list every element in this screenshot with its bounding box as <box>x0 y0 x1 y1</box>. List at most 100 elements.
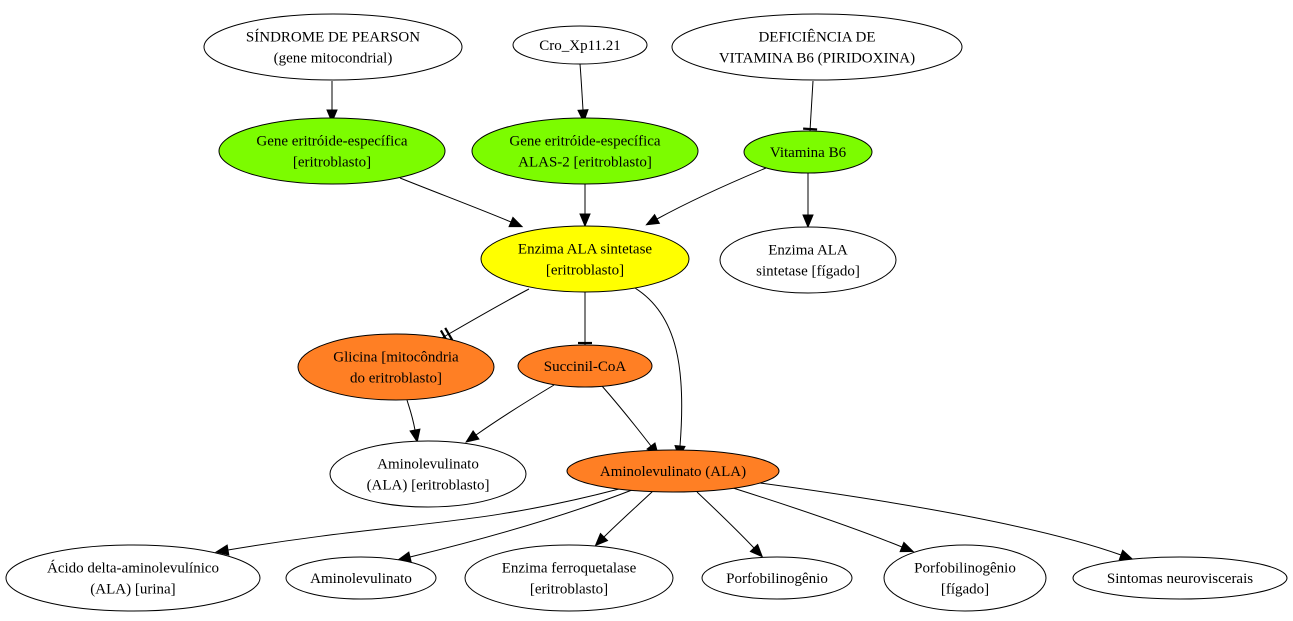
arrowhead <box>802 214 814 229</box>
node-cro: Cro_Xp11.21 <box>512 25 648 65</box>
edge-gene2-to-alas_erit <box>579 184 591 228</box>
node-shape <box>5 544 261 612</box>
arrowhead <box>579 213 591 228</box>
arrowhead <box>465 430 480 443</box>
node-ala: Aminolevulinato (ALA) <box>566 449 780 493</box>
node-shape <box>719 226 897 294</box>
edge-gene1-to-alas_erit <box>399 177 524 228</box>
arrowhead <box>409 428 421 444</box>
edge-line <box>601 385 652 447</box>
edge-line <box>227 488 620 551</box>
inhibit-bar <box>803 127 818 131</box>
node-amino-erit: Aminolevulinato (ALA) [eritroblasto] <box>329 440 527 508</box>
node-label: Ácido delta-aminolevulínico <box>47 560 219 577</box>
edge-line <box>579 63 584 111</box>
node-label: do eritroblasto] <box>350 371 442 387</box>
node-shape <box>512 25 648 65</box>
node-label: Gene eritróide-específica <box>256 134 407 150</box>
edge-glicina-to-amino_erit <box>406 399 421 444</box>
node-shape <box>883 544 1047 612</box>
edge-ala-to-porfo <box>696 491 764 558</box>
arrowhead <box>508 216 524 228</box>
arrowhead <box>594 532 609 547</box>
node-label: [eritroblasto] <box>530 582 608 598</box>
edge-line <box>475 384 555 436</box>
edge-line <box>406 399 416 431</box>
node-shape <box>464 544 674 612</box>
arrowhead <box>749 543 764 558</box>
edge-vitb6-to-alas_fig <box>802 173 814 229</box>
edge-vitb6-to-alas_erit <box>645 167 767 226</box>
node-shape <box>329 440 527 508</box>
node-amino: Aminolevulinato <box>285 556 437 600</box>
edge-line <box>656 167 767 220</box>
node-label: Sintomas neuroviscerais <box>1107 571 1253 587</box>
node-label: Cro_Xp11.21 <box>539 38 621 54</box>
node-label: Porfobilinogênio <box>914 561 1016 577</box>
node-gene1: Gene eritróide-específica [eritroblasto] <box>218 117 446 185</box>
node-shape <box>471 117 699 185</box>
node-shape <box>566 449 780 493</box>
node-shape <box>743 130 873 174</box>
edge-line <box>759 482 1122 556</box>
node-label: sintetase [fígado] <box>756 264 860 280</box>
edge-line <box>634 287 683 447</box>
node-porfo: Porfobilinogênio <box>701 556 853 600</box>
node-label: Gene eritróide-específica <box>509 134 660 150</box>
node-shape <box>285 556 437 600</box>
node-shape <box>517 344 653 388</box>
node-defb6: DEFICIÊNCIA DE VITAMINA B6 (PIRIDOXINA) <box>671 13 963 81</box>
edge-line <box>409 489 633 558</box>
node-vitb6: Vitamina B6 <box>743 130 873 174</box>
node-shape <box>480 225 690 293</box>
node-label: Vitamina B6 <box>770 145 847 161</box>
edge-line <box>399 177 512 223</box>
node-label: [eritroblasto] <box>546 263 624 279</box>
edges-layer <box>214 63 1134 563</box>
edge-alas_erit-to-glicina <box>439 288 530 344</box>
node-succ: Succinil-CoA <box>517 344 653 388</box>
edge-ala-to-ferro <box>594 490 654 547</box>
node-label: [fígado] <box>941 582 989 598</box>
node-shape <box>297 333 495 401</box>
node-label: [eritroblasto] <box>293 155 371 171</box>
arrowhead <box>577 109 589 124</box>
edge-succ-to-amino_erit <box>465 384 555 443</box>
node-label: Aminolevulinato (ALA) <box>600 464 746 480</box>
node-label: DEFICIÊNCIA DE <box>758 29 875 46</box>
node-sintomas: Sintomas neuroviscerais <box>1072 556 1288 600</box>
node-label: Aminolevulinato <box>377 457 479 473</box>
edge-defb6-to-vitb6 <box>802 80 818 140</box>
node-porfo-fig: Porfobilinogênio [fígado] <box>883 544 1047 612</box>
edge-pearson-to-gene1 <box>326 81 338 124</box>
edge-line <box>446 288 530 336</box>
edge-line <box>603 490 654 538</box>
arrowhead <box>899 541 915 553</box>
arrowhead <box>1118 549 1134 561</box>
node-label: (ALA) [eritroblasto] <box>367 478 490 494</box>
node-label: Succinil-CoA <box>544 359 627 375</box>
node-label: (ALA) [urina] <box>90 582 175 598</box>
edge-cro-to-gene2 <box>577 63 589 124</box>
edge-ala-to-acido <box>214 488 620 556</box>
edge-succ-to-ala <box>601 385 660 457</box>
arrowhead <box>326 109 338 124</box>
node-shape <box>218 117 446 185</box>
node-label: VITAMINA B6 (PIRIDOXINA) <box>719 51 915 67</box>
node-label: Enzima ALA sintetase <box>518 242 652 258</box>
edge-alas_erit-to-succ <box>578 292 592 353</box>
node-acido: Ácido delta-aminolevulínico (ALA) [urina] <box>5 544 261 612</box>
node-label: Enzima ferroquetalase <box>502 561 637 577</box>
edge-line <box>732 487 903 548</box>
nodes-layer: SÍNDROME DE PEARSON (gene mitocondrial) Cr… <box>5 13 1288 612</box>
node-shape <box>701 556 853 600</box>
node-label: (gene mitocondrial) <box>274 51 393 67</box>
node-shape <box>203 13 463 81</box>
node-alas-erit: Enzima ALA sintetase [eritroblasto] <box>480 225 690 293</box>
node-label: SÍNDROME DE PEARSON <box>246 29 420 46</box>
arrowhead <box>214 544 230 556</box>
